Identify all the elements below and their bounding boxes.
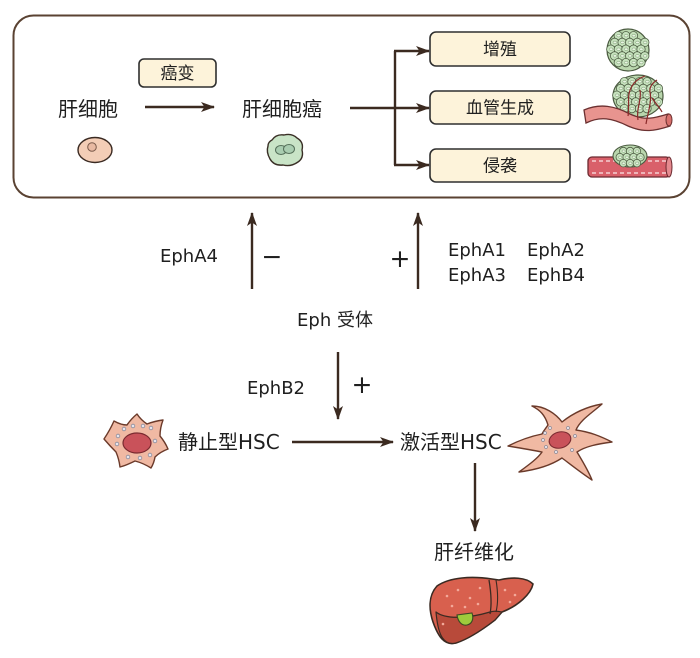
receptor-epha3: EphA3 bbox=[448, 265, 506, 286]
epha4-label: EphA4 bbox=[160, 246, 218, 267]
promotion-sign: + bbox=[390, 244, 411, 273]
outcome-label: 侵袭 bbox=[483, 157, 517, 177]
receptor-ephb4: EphB4 bbox=[527, 265, 585, 286]
tumor-cell-nucleus-shape bbox=[630, 80, 635, 84]
tumor-cell-nucleus-shape bbox=[612, 54, 618, 58]
tumor-cell-nucleus-shape bbox=[620, 54, 625, 58]
tumor-cell-nucleus-shape bbox=[638, 155, 643, 159]
hepatocyte-label: 肝细胞 bbox=[58, 97, 118, 121]
tumor-cell-nucleus-shape bbox=[645, 93, 650, 97]
tumor-cell-nucleus-shape bbox=[618, 86, 624, 90]
blood-vessel-shape bbox=[583, 105, 673, 132]
tumor-cell-nucleus-shape bbox=[630, 93, 635, 97]
tumor-cell-nucleus-shape bbox=[628, 149, 633, 153]
tumor-cell-nucleus-shape bbox=[641, 100, 646, 104]
tumor-cell-nucleus-shape bbox=[652, 93, 658, 97]
tumor-cell-nucleus-shape bbox=[635, 161, 640, 165]
tumor-cell-nucleus-shape bbox=[637, 80, 642, 84]
tumor-cluster-icon bbox=[606, 28, 650, 72]
activated-hsc-icon bbox=[507, 403, 613, 481]
hcc-label: 肝细胞癌 bbox=[242, 97, 322, 121]
outcome-box-invasion: 侵袭 bbox=[429, 148, 571, 183]
tumor-cell-nucleus-shape bbox=[630, 107, 635, 111]
tumor-cell-nucleus-shape bbox=[642, 40, 648, 44]
hepatocyte-icon bbox=[77, 136, 113, 164]
outcome-box-angiogenesis: 血管生成 bbox=[429, 90, 571, 125]
receptor-epha2: EphA2 bbox=[527, 240, 585, 261]
tumor-cell-nucleus-shape bbox=[645, 80, 650, 84]
receptor-epha1: EphA1 bbox=[448, 240, 506, 261]
tumor-cell-nucleus-shape bbox=[639, 61, 644, 65]
tumor-cell-nucleus-shape bbox=[641, 86, 646, 90]
tumor-cell-nucleus-shape bbox=[631, 155, 636, 159]
tumor-cell-nucleus-shape bbox=[625, 155, 629, 159]
tumor-cell-nucleus-shape bbox=[624, 61, 629, 65]
tumor-cell-nucleus-shape bbox=[620, 40, 625, 44]
outcome-branch-arrows bbox=[350, 46, 430, 170]
tumor-cell-nucleus-shape bbox=[612, 40, 618, 44]
cancer-cell-icon bbox=[266, 133, 304, 167]
tumor-cell-nucleus-shape bbox=[656, 86, 661, 90]
inhibition-sign: − bbox=[262, 242, 283, 271]
neovessel-lines bbox=[627, 75, 663, 125]
tumor-cell-nucleus-shape bbox=[624, 47, 629, 51]
outcome-label: 血管生成 bbox=[466, 99, 534, 119]
quiescent-hsc-icon bbox=[103, 413, 169, 469]
invasion-icon bbox=[587, 144, 673, 178]
tumor-cell-nucleus-shape bbox=[631, 61, 636, 65]
tumor-cell-nucleus-shape bbox=[616, 34, 621, 38]
tumor-cell-nucleus-shape bbox=[622, 93, 627, 97]
ephb2-sign: + bbox=[352, 370, 373, 399]
transformation-label: 癌变 bbox=[161, 64, 195, 84]
tumor-cell-nucleus-shape bbox=[614, 93, 620, 97]
liver-icon bbox=[429, 576, 534, 645]
tumor-cell-nucleus-shape bbox=[627, 54, 633, 58]
tumor-cell-nucleus-shape bbox=[618, 155, 623, 159]
tumor-cell-nucleus-shape bbox=[621, 161, 626, 165]
tumor-cell-nucleus-shape bbox=[635, 54, 640, 58]
tumor-cell-nucleus-shape bbox=[622, 107, 627, 111]
tumor-cell-nucleus-shape bbox=[633, 86, 639, 90]
tumor-cell-nucleus-shape bbox=[642, 54, 648, 58]
outcome-label: 增殖 bbox=[483, 40, 517, 60]
angiogenesis-icon bbox=[583, 74, 673, 132]
eph-receptor-label: Eph 受体 bbox=[297, 310, 373, 331]
tumor-cell-nucleus-shape bbox=[635, 40, 640, 44]
tumor-cell-nucleus-shape bbox=[608, 47, 614, 51]
tumor-cell-nucleus-shape bbox=[639, 47, 644, 51]
ephb2-label: EphB2 bbox=[247, 378, 305, 399]
tumor-cell-nucleus-shape bbox=[656, 100, 661, 104]
tumor-cell-nucleus-shape bbox=[626, 86, 631, 90]
tumor-cell-nucleus-shape bbox=[616, 47, 621, 51]
tumor-cell-nucleus-shape bbox=[631, 47, 636, 51]
tumor-cell-nucleus-shape bbox=[627, 40, 633, 44]
transformation-box: 癌变 bbox=[138, 58, 217, 88]
tumor-cell-nucleus-shape bbox=[618, 100, 624, 104]
tumor-cell-nucleus-shape bbox=[631, 34, 636, 38]
quiescent-hsc-label: 静止型HSC bbox=[178, 430, 280, 454]
liver-fibrosis-label: 肝纤维化 bbox=[434, 540, 514, 564]
tumor-cell-nucleus-shape bbox=[633, 100, 639, 104]
activated-hsc-label: 激活型HSC bbox=[400, 430, 502, 454]
tumor-cell-nucleus-shape bbox=[622, 80, 627, 84]
tumor-cell-nucleus-shape bbox=[616, 61, 621, 65]
tumor-cell-nucleus-shape bbox=[624, 34, 629, 38]
tumor-cell-nucleus-shape bbox=[635, 149, 640, 153]
outcome-box-proliferation: 增殖 bbox=[429, 31, 571, 67]
tumor-cell-nucleus-shape bbox=[621, 149, 626, 153]
tumor-cell-nucleus-shape bbox=[628, 161, 633, 165]
